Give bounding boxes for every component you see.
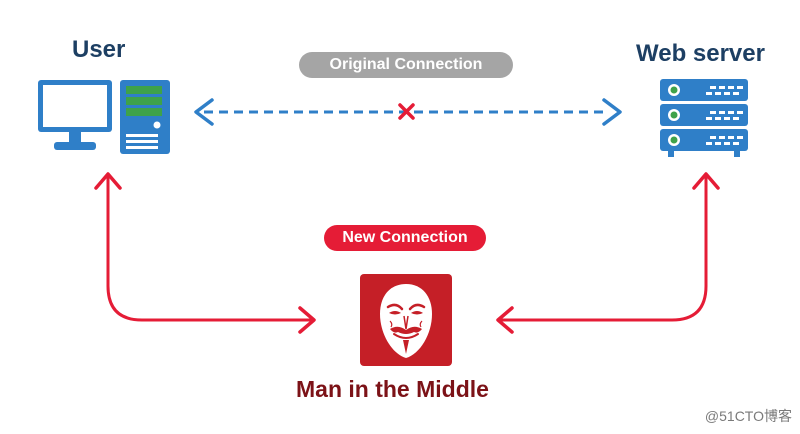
user-attacker-line [94, 172, 316, 334]
man-in-the-middle-label: Man in the Middle [296, 376, 489, 402]
web-server-label: Web server [636, 40, 765, 67]
guy-fawkes-mask-icon [380, 284, 432, 358]
attacker-server-line [496, 172, 720, 334]
user-label: User [72, 36, 126, 63]
original-connection-pill: Original Connection [299, 52, 513, 78]
desktop-computer-icon [38, 80, 170, 154]
new-connection-pill: New Connection [324, 225, 486, 251]
attacker-icon-box [360, 274, 452, 366]
server-rack-icon [660, 79, 748, 157]
watermark: @51CTO博客 [704, 408, 792, 424]
broken-x-icon [398, 103, 415, 120]
